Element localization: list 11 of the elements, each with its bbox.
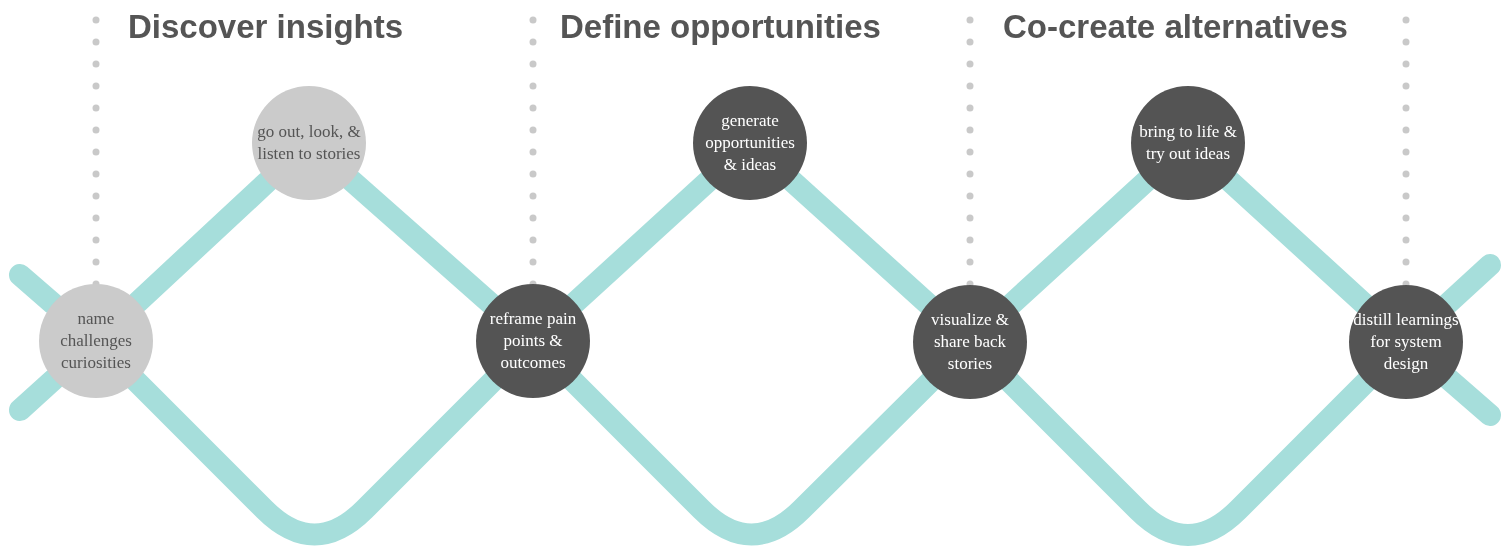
step-text: bring to life & try out ideas: [1138, 121, 1238, 165]
step-text: go out, look, & listen to stories: [256, 121, 362, 165]
step-text: visualize & share back stories: [930, 309, 1010, 375]
phase-heading: Define opportunities: [560, 7, 881, 47]
step-text: name challenges curiosities: [59, 308, 133, 374]
phase-heading: Discover insights: [128, 7, 404, 47]
phase-heading: Co-create alternatives: [1003, 7, 1348, 47]
connector-line: [1437, 254, 1501, 315]
step-text: distill learnings for system design: [1352, 309, 1460, 375]
step-text: reframe pain points & outcomes: [488, 308, 578, 374]
step-text: generate opportunities & ideas: [704, 110, 796, 176]
